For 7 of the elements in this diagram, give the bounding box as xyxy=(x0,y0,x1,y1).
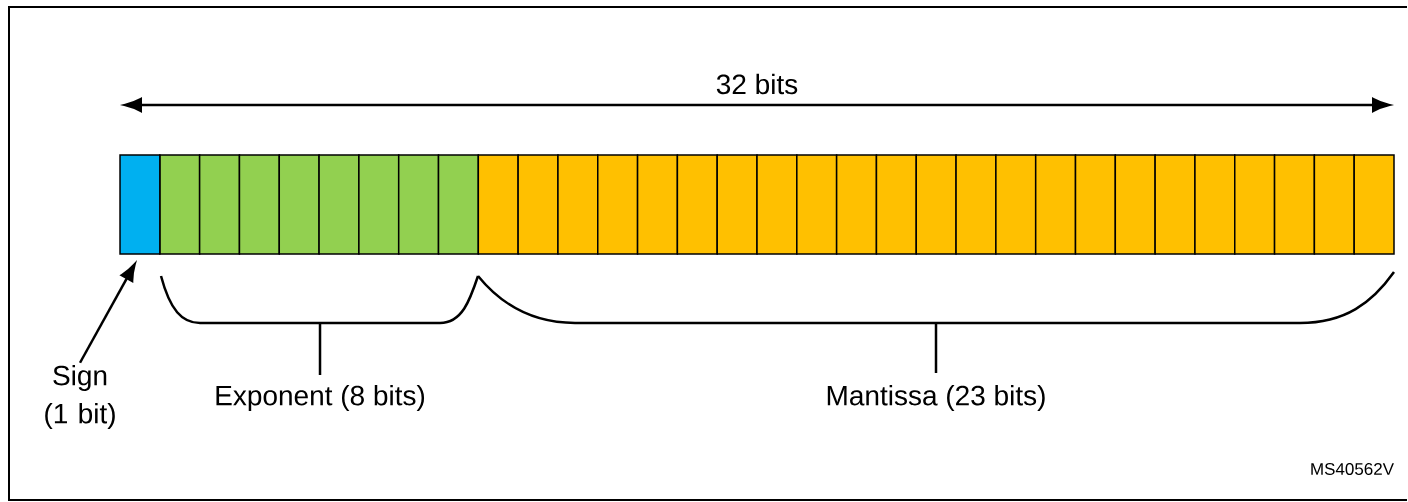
dimension-label: 32 bits xyxy=(716,73,798,95)
arrow xyxy=(78,263,136,364)
sign-bit-cell xyxy=(119,154,161,255)
sign-label: Sign (1 bit) xyxy=(45,364,115,430)
field-label: Mantissa (23 bits) xyxy=(827,384,1045,412)
figure-id: MS40562V xyxy=(1311,462,1394,475)
field-label: Exponent (8 bits) xyxy=(216,384,425,412)
